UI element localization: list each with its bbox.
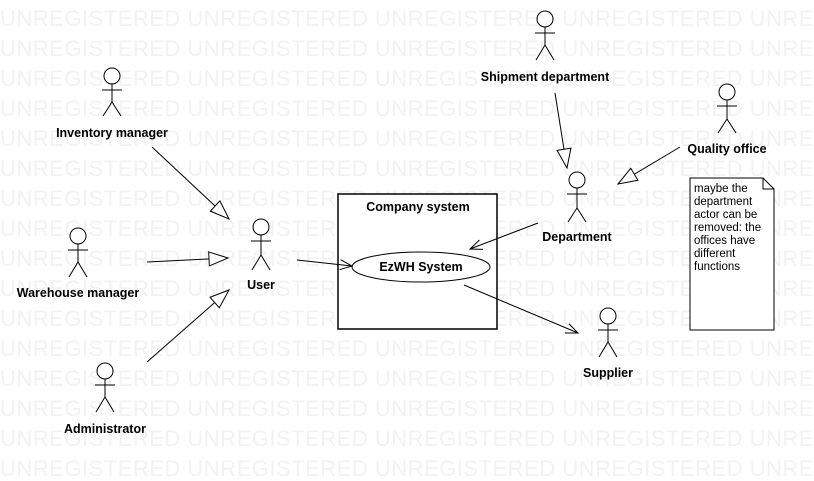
actor-label: Supplier bbox=[583, 366, 633, 380]
actor-warehouse-manager[interactable]: Warehouse manager bbox=[17, 227, 140, 300]
actor-department[interactable]: Department bbox=[542, 171, 613, 244]
actor-label: Administrator bbox=[64, 422, 146, 436]
association-user-to-ezwh[interactable] bbox=[296, 260, 352, 266]
generalization-shipment-to-department[interactable] bbox=[554, 92, 572, 170]
use-case-label: EzWH System bbox=[379, 260, 462, 274]
actor-label: Department bbox=[542, 230, 612, 244]
actor-inventory-manager[interactable]: Inventory manager bbox=[56, 67, 168, 140]
actor-supplier[interactable]: Supplier bbox=[583, 307, 633, 380]
note-text: maybe the department actor can be remove… bbox=[694, 183, 762, 273]
note[interactable] bbox=[689, 177, 775, 331]
system-title: Company system bbox=[366, 200, 470, 214]
actor-label: User bbox=[247, 278, 275, 292]
generalization-warehouse-to-user[interactable] bbox=[146, 251, 230, 267]
actor-label: Inventory manager bbox=[56, 126, 168, 140]
generalization-inventory-to-user[interactable] bbox=[151, 146, 231, 220]
association-ezwh-to-supplier[interactable] bbox=[463, 284, 578, 333]
actor-shipment-department[interactable]: Shipment department bbox=[481, 10, 610, 84]
use-case-ezwh[interactable]: EzWH System bbox=[351, 251, 491, 283]
association-department-to-ezwh[interactable] bbox=[470, 222, 539, 249]
actor-label: Shipment department bbox=[481, 70, 610, 84]
actor-label: Warehouse manager bbox=[17, 286, 140, 300]
actor-quality-office[interactable]: Quality office bbox=[687, 83, 767, 156]
actor-label: Quality office bbox=[687, 142, 766, 156]
actor-administrator[interactable]: Administrator bbox=[64, 362, 146, 436]
actor-user[interactable]: User bbox=[247, 218, 275, 292]
generalization-administrator-to-user[interactable] bbox=[146, 289, 231, 363]
generalization-quality-to-department[interactable] bbox=[616, 146, 681, 185]
